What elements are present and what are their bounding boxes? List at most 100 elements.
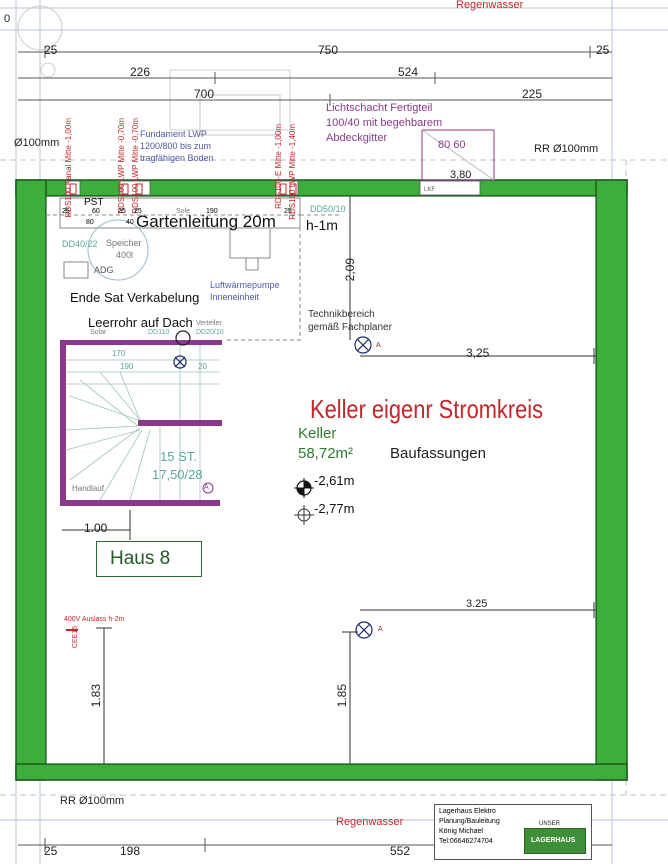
rds-label-d: RDS100-E Mitte -1,00m [274,124,283,209]
dd40-label: DD40/22 [62,239,98,249]
dd110-label: DD110 [148,329,170,336]
stair-steps [65,345,220,501]
room-name: Keller [298,425,337,442]
technik-label-2: gemäß Fachplaner [308,322,392,333]
pst-label: PST [84,197,104,208]
haus-label-box: Haus 8 [96,541,202,577]
top-left-circle [17,5,63,51]
small-25a: 25 [62,208,70,215]
stromkreis-annotation: Keller eigenr Stromkreis [310,394,544,424]
dim-bottom-25: 25 [44,844,58,858]
stairs-size: 17,50/28 [152,467,203,482]
luftwp-label-1: Luftwärmepumpe [210,280,280,290]
luftwp-label-2: Inneneinheit [210,292,260,302]
dd50-label: DD50/10 [310,204,346,214]
verteiler-label: Verteiler [196,320,222,327]
dim-top-226: 226 [130,65,151,79]
handlauf-label: Handlauf [72,484,105,493]
rds-label-b: RDS100 LWP Mitte -0,70m [117,118,126,214]
lichtschacht-text-1: Lichtschacht Fertigteil [326,102,433,114]
stair-walls [60,340,222,506]
dim-top-25-right: 25 [596,43,610,57]
lichtschacht-nums: 80 60 [438,139,466,151]
sole-label: Sole [176,208,191,215]
small-170: 170 [112,349,126,358]
room-area: 58,72m² [298,445,354,462]
fundament-text-1: Fundament LWP [140,129,207,139]
rds-label-e: RDS100 LWP Mitte -1,40m [288,124,297,220]
stair-arrow-marker [202,482,214,494]
dim-top-700: 700 [194,87,215,101]
small-190b: 190 [120,362,134,371]
technik-label-1: Technikbereich [308,309,375,320]
logo-mid-text: LAGERHAUS [531,837,576,844]
logo-top-text: UNSER [539,821,561,827]
small-60: 60 [92,208,100,215]
keller-room-area [45,195,597,765]
lamp-a-2: A [378,626,383,633]
rds-label-a: RDS100 Kanal Mitte -1,00m [64,118,73,218]
top-left-dot [40,62,56,78]
level-label-1: -2,61m [314,473,355,488]
technikbereich-outline [46,214,340,341]
dim-top-524: 524 [398,65,419,79]
lagerhaus-logo: UNSER LAGERHAUS [524,821,586,854]
stairs-count: 15 ST. [160,449,197,464]
haus-label: Haus 8 [110,548,171,569]
leerrohr-label: Leerrohr auf Dach [88,315,193,330]
dim-top-225: 225 [522,87,543,101]
corner-fragment: 0 [4,13,11,25]
ceiling-light-2 [355,621,373,639]
level-label-2: -2,77m [314,501,355,516]
dim-325b: 3.25 [466,598,488,610]
fundament-text-3: tragfähigen Boden [140,153,214,163]
adg-label: ADG [94,265,114,275]
lichtschacht [421,129,495,181]
dim-bottom-198: 198 [120,844,141,858]
dimension-lines-top [18,46,612,106]
dim-380: 3,80 [450,169,472,181]
pipe-right-label: RR Ø100mm [534,143,599,155]
speicher-label: Speicher [106,238,142,248]
small-80: 80 [86,219,94,226]
small-20: 20 [198,362,207,371]
titleblock-line-3: König Michael [439,828,483,835]
dim-183: 1.83 [89,684,103,708]
ceiling-light-1 [354,336,372,354]
ceiling-light-3 [173,355,187,369]
interior-dimension-lines [62,196,596,764]
dim-top-750: 750 [318,43,339,57]
dim-209: 2,09 [343,258,357,282]
bottom-regenwasser-label: Regenwasser [336,816,404,828]
fundament-text-2: 1200/800 bis zum [140,141,212,151]
pipe-fittings [69,183,297,195]
lamp-a-1: A [376,342,381,349]
titleblock-line-1: Lagerhaus Elektro [439,808,496,815]
technik-equipment [59,197,301,281]
lichtschacht-text-3: Abdeckgitter [326,132,388,144]
dim-top-25-left: 25 [44,43,58,57]
speicher-volume: 400l [116,250,134,260]
dim-bottom-552: 552 [390,844,411,858]
titleblock-line-4: Tel:06646274704 [439,838,493,845]
verteiler-circle [175,330,191,346]
rds-label-c: RDS100 LWP Mitte -0,70m [131,118,140,214]
dd20-label: DD20/10 [196,329,224,336]
baufassungen-label: Baufassungen [390,445,486,462]
small-190: 190 [206,208,218,215]
pipe-bottom-label: RR Ø100mm [60,795,125,807]
lichtschacht-text-2: 100/40 mit begehbarem [326,117,443,129]
level-marker-1 [294,478,314,498]
h1m-label: h-1m [306,217,338,233]
solar-label: Solar [90,329,107,336]
auslass-label: 400V Auslass h-2m [64,616,125,623]
gartenleitung-label: Gartenleitung 20m [136,212,276,231]
small-40: 40 [126,219,134,226]
level-marker-2 [294,505,314,525]
titleblock-line-2: Planung/Bauleitung [439,818,500,825]
lkf-label: LKF [424,187,436,193]
small-25c: 25 [284,208,292,215]
dim-185: 1.85 [335,684,349,708]
small-25d: 25 [134,208,142,215]
